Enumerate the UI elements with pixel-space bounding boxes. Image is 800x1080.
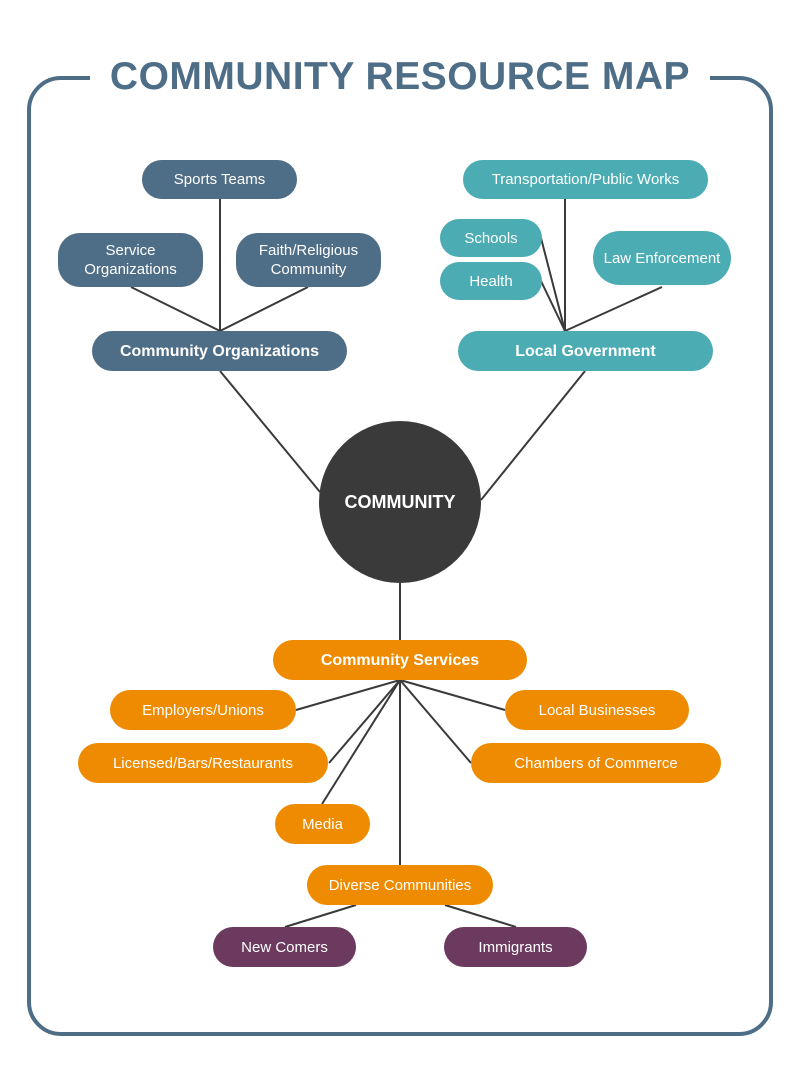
connector-line (399, 679, 506, 711)
connector-line (444, 904, 517, 928)
connector-line (219, 370, 321, 493)
connector-line (130, 286, 221, 332)
connector-line (295, 679, 401, 711)
connector-line (540, 280, 566, 332)
connector-line (284, 904, 357, 928)
sports-teams-node: Sports Teams (142, 160, 297, 199)
connector-line (219, 286, 309, 332)
media-node: Media (275, 804, 370, 844)
employers-unions-node: Employers/Unions (110, 690, 296, 730)
chambers-of-commerce-node: Chambers of Commerce (471, 743, 721, 783)
law-enforcement-node: Law Enforcement (593, 231, 731, 285)
connector-line (480, 370, 586, 501)
community-organizations-node: Community Organizations (92, 331, 347, 371)
transportation-public-works-node: Transportation/Public Works (463, 160, 708, 199)
community-center-node: COMMUNITY (319, 421, 481, 583)
connector-line (399, 679, 472, 764)
diverse-communities-node: Diverse Communities (307, 865, 493, 905)
immigrants-node: Immigrants (444, 927, 587, 967)
connector-line (328, 679, 401, 764)
local-businesses-node: Local Businesses (505, 690, 689, 730)
community-services-node: Community Services (273, 640, 527, 680)
schools-node: Schools (440, 219, 542, 257)
page-title: COMMUNITY RESOURCE MAP (90, 52, 710, 102)
licensed-bars-restaurants-node: Licensed/Bars/Restaurants (78, 743, 328, 783)
connector-line (321, 679, 401, 805)
health-node: Health (440, 262, 542, 300)
connector-line (540, 237, 566, 332)
service-organizations-node: Service Organizations (58, 233, 203, 287)
faith-religious-community-node: Faith/Religious Community (236, 233, 381, 287)
connector-line (564, 286, 663, 332)
local-government-node: Local Government (458, 331, 713, 371)
new-comers-node: New Comers (213, 927, 356, 967)
